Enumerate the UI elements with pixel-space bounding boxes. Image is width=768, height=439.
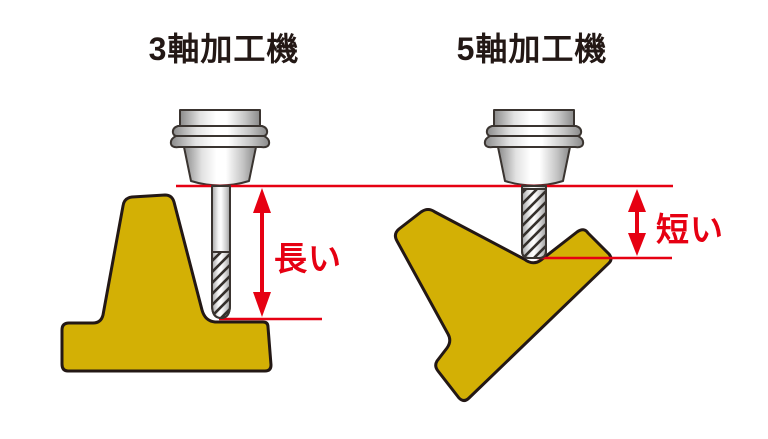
right-workpiece-shape (393, 208, 613, 402)
left-length-arrow (253, 188, 271, 317)
right-dimension-label: 短い (656, 211, 724, 248)
right-length-arrow (628, 189, 646, 256)
right-drill-bit (521, 185, 547, 259)
left-workpiece-shape (60, 193, 273, 373)
left-dimension-label: 長い (274, 240, 342, 277)
left-machine-title: 3軸加工機 (148, 31, 300, 67)
right-tool-holder (483, 109, 585, 187)
left-drill-bit (211, 185, 231, 319)
left-tool-holder (169, 109, 271, 187)
right-machine-title: 5軸加工機 (456, 31, 608, 67)
